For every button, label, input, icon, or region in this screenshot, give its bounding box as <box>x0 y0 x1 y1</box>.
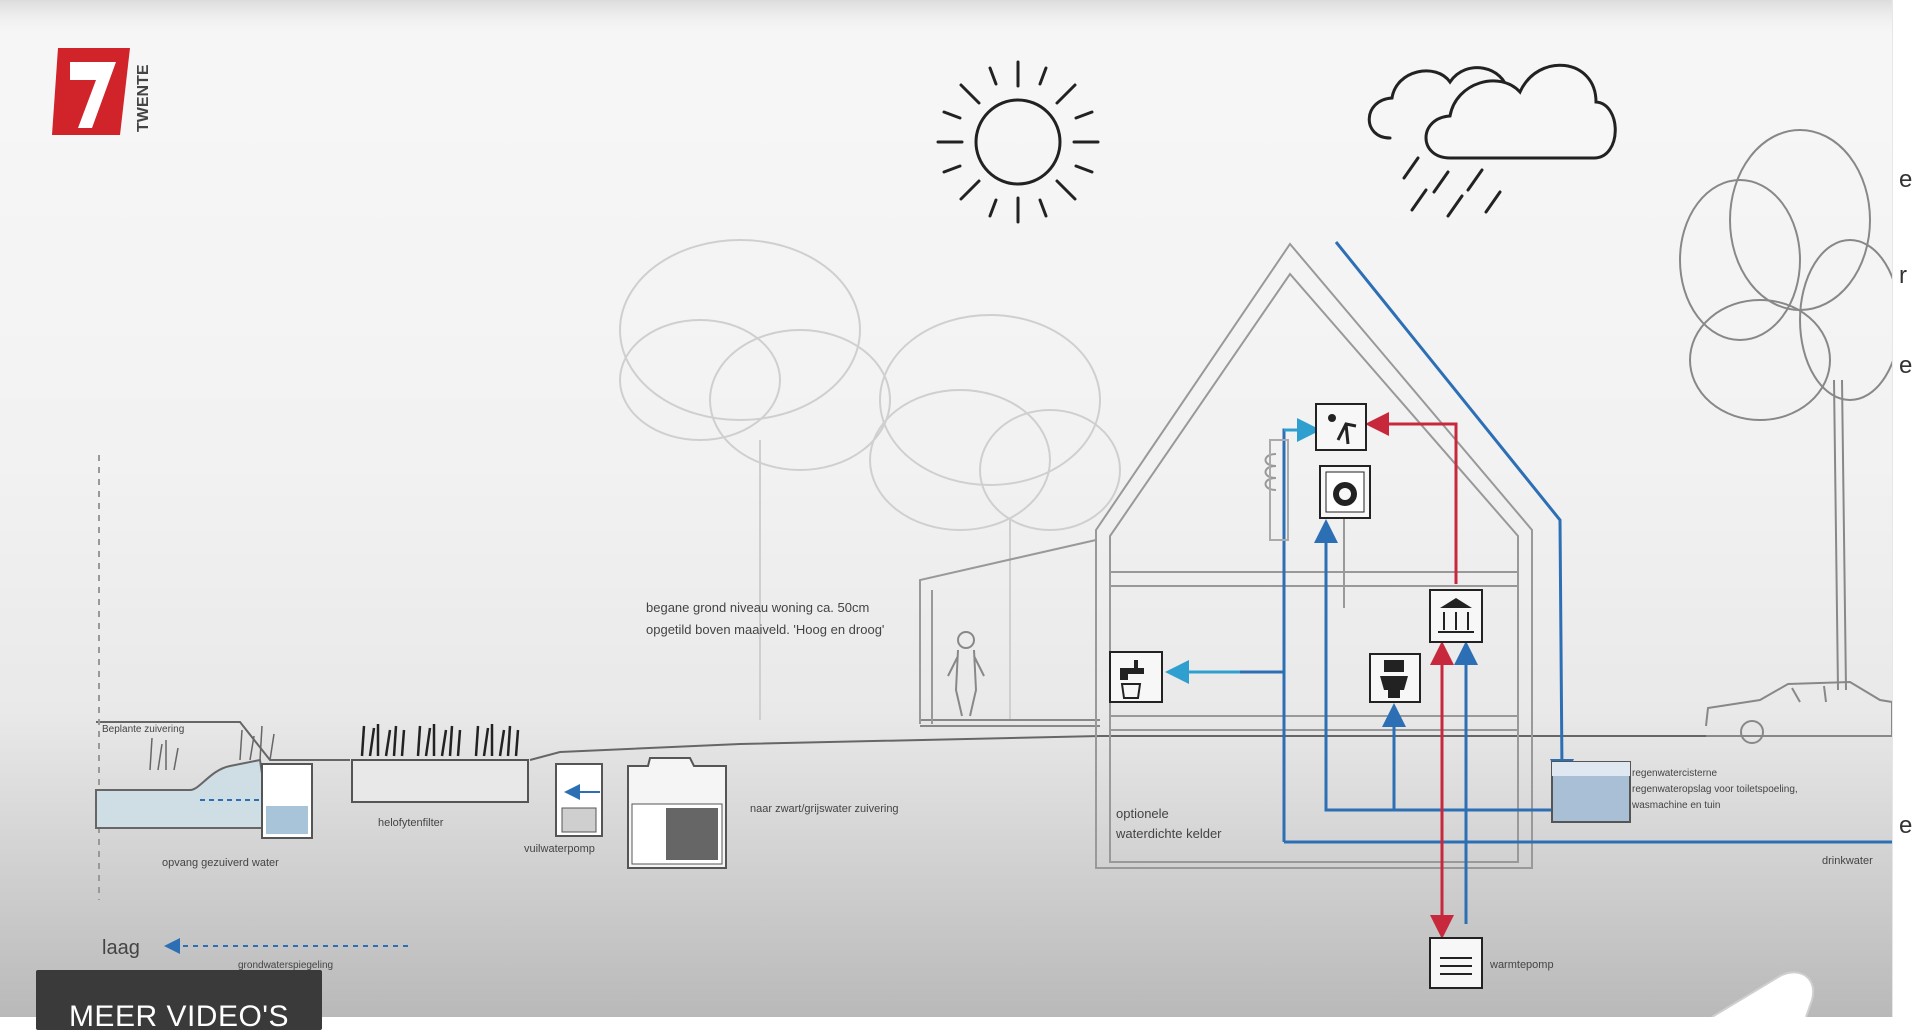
play-chevron-icon[interactable] <box>1711 971 1815 1017</box>
label-buffer-treated-water: opvang gezuiverd water <box>162 857 279 869</box>
more-videos-button[interactable]: MEER VIDEO'S <box>36 970 322 1033</box>
label-ground-water-level: grondwaterspiegeling <box>238 960 333 971</box>
channel-logo: TWENTE <box>52 48 152 135</box>
helophyte-filter <box>351 724 529 803</box>
buffer-tank <box>200 763 313 839</box>
label-rainwater-line1: regenwatercisterne <box>1632 768 1717 779</box>
house-outline <box>919 242 1533 869</box>
label-to-black-grey-water: naar zwart/grijswater zuivering <box>750 803 899 815</box>
label-pump-pit: vuilwaterpomp <box>524 843 595 855</box>
rainwater-cistern <box>1551 761 1631 823</box>
label-rainwater-line2: regenwateropslag voor toiletspoeling, <box>1632 784 1798 795</box>
label-helophyte-filter: helofytenfilter <box>378 817 444 829</box>
label-ground-floor-line2: opgetild boven maaiveld. 'Hoog en droog' <box>646 622 884 637</box>
label-rainwater-line3: wasmachine en tuin <box>1631 800 1720 811</box>
label-optional-cellar-line1: optionele <box>1116 806 1169 821</box>
label-planted-purification: Beplante zuivering <box>102 724 184 735</box>
grey-water-tank <box>627 757 727 869</box>
background-trees <box>619 239 1121 720</box>
side-text-fragment: e <box>1899 352 1913 379</box>
person-figure <box>947 631 985 717</box>
ground-line <box>96 719 1892 761</box>
label-ground-floor-line1: begane grond niveau woning ca. 50cm <box>646 600 869 615</box>
label-optional-cellar-line2: waterdichte kelder <box>1115 826 1222 841</box>
side-text-fragment: e <box>1899 812 1913 839</box>
sun-icon <box>936 60 1100 224</box>
side-panel-edge: e r e e <box>1892 0 1920 1017</box>
heat-pump-icon <box>1429 937 1483 989</box>
logo-text: TWENTE <box>135 64 152 132</box>
tap-icon <box>1109 651 1163 703</box>
side-text-fragment: e <box>1899 166 1913 193</box>
warm-water-pipes <box>1380 422 1458 924</box>
label-heat-pump: warmtepomp <box>1489 959 1554 971</box>
boiler-icon <box>1429 589 1483 643</box>
tree-right <box>1679 129 1901 691</box>
rain-cloud-icon <box>1367 63 1617 218</box>
washing-machine-icon <box>1319 465 1371 519</box>
shower-icon <box>1315 403 1367 451</box>
side-text-fragment: r <box>1899 262 1907 289</box>
pump-pit <box>555 763 603 837</box>
toilet-icon <box>1369 653 1421 703</box>
label-low: laag <box>102 937 140 959</box>
label-drinking-water: drinkwater <box>1822 855 1873 867</box>
